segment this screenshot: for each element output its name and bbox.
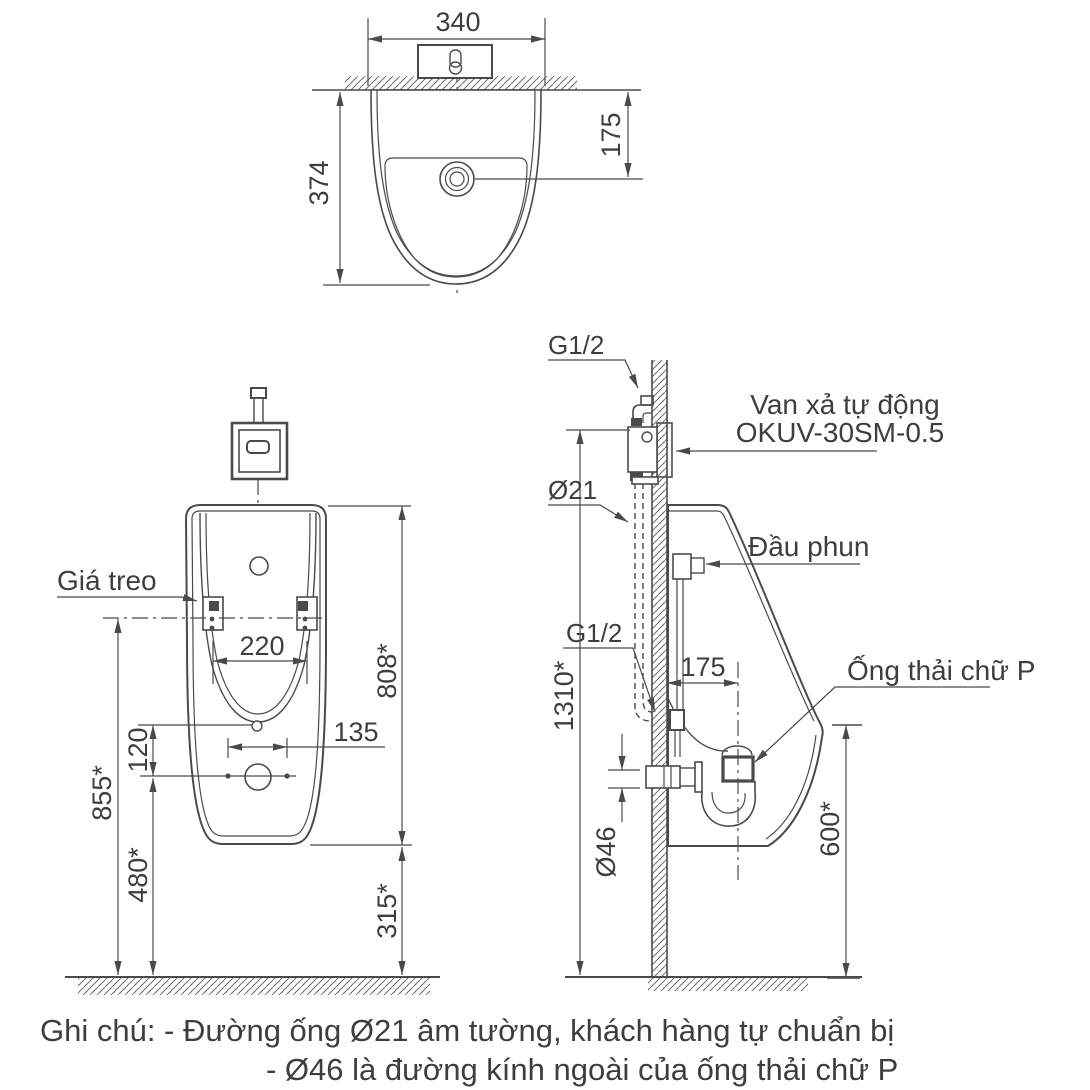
valve-outlet-flange [631,476,659,485]
drain-plan-mid [444,166,470,192]
dim-body-height: 808* [372,643,402,699]
dim-outlet-height: 600* [815,801,845,857]
concealed-pipe-left [634,483,652,722]
dim-front-drop: 120 [123,727,153,772]
inlet-elbow-outer [632,404,652,423]
dim-top-drain-offset: 175 [596,112,626,157]
valve-keyhole-slot [449,49,462,68]
inlet-thread-leader [548,359,639,389]
concealed-pipe-right [642,483,653,713]
wall-outlet-sleeve [645,765,681,789]
note-line-2: - Ø46 là đường kính ngoài của ống thải c… [266,1052,898,1087]
drain-hole [244,763,272,791]
label-hanger: Giá treo [57,565,157,596]
note-line-1: Ghi chú: - Đường ống Ø21 âm tường, khách… [40,1013,894,1048]
bracket-dot [209,616,215,622]
outlet-dome [721,745,753,756]
sensor-valve-inner [238,429,281,473]
urinal-side-inner-top [668,510,815,722]
label-p-trap: Ống thải chữ P [847,654,1035,686]
label-inlet-thread: G1/2 [548,330,604,360]
urinal-front-inner [191,510,321,837]
side-wall-hatch [652,360,667,978]
bracket-dot [209,625,215,631]
valve-keyhole-circle [448,61,463,75]
label-concealed-pipe: Ø21 [548,475,597,505]
spray-spud [669,709,685,731]
p-trap-leader [754,686,990,763]
urinal-plan-rim [384,157,528,278]
dim-bottom-height: 315* [372,883,402,939]
top-view: 340 374 175 [304,7,643,293]
dim-trap-od: Ø46 [591,826,621,877]
concealed-pipe-leader [548,504,629,523]
dim-drain-span: 135 [333,717,378,747]
bracket-mark [298,601,308,611]
urinal-side-inner-bottom [765,734,817,840]
sensor-valve-box [230,421,289,481]
inlet-elbow-inner [642,412,652,423]
hanger-leader [57,594,198,602]
sensor-window [246,440,270,454]
bracket-dot [302,625,308,631]
trap-bend-inner [711,791,746,814]
inlet-nut [631,418,642,426]
bracket-mark [209,601,219,611]
dim-drain-height: 480* [123,847,153,903]
front-view: Giá treo 220 135 120 855* 480* 808* 315* [57,387,440,995]
drain-bolt-right [284,773,290,779]
bracket-dot [302,616,308,622]
flush-thread-leader [563,647,656,713]
urinal-plan-inner [376,89,536,277]
notes-block: Ghi chú: - Đường ống Ø21 âm tường, khách… [40,1013,898,1087]
urinal-front-outline [184,504,327,845]
label-flush-thread: G1/2 [566,618,622,648]
sensor-hole [249,556,269,576]
trap-bend-outer [701,781,757,827]
label-valve-name: Van xả tự động [750,389,939,420]
dim-top-width: 340 [435,7,480,37]
trap-arm-flange [694,761,703,793]
dim-bracket-span: 220 [239,631,284,661]
valve-indicator [641,431,653,443]
side-view: G1/2 Van xả tự động OKUV-30SM-0.5 1310* … [548,330,1035,991]
spray-head-body [672,553,692,580]
urinal-side-outline [667,504,824,847]
side-floor-hatch [648,978,808,991]
dim-side-drain-offset: 175 [680,652,725,682]
drain-plan-inner [449,171,465,187]
bowl-low-point [251,720,263,732]
front-floor-hatch [78,978,430,995]
bowl-floor-curve [666,695,729,752]
top-wall-hatch [345,76,577,90]
drain-bolt-left [225,773,231,779]
label-spray-head: Đầu phun [748,531,869,562]
label-valve-model: OKUV-30SM-0.5 [736,417,945,448]
dim-bracket-height: 855* [87,765,117,821]
dim-top-depth: 374 [304,160,334,205]
dim-total-height: 1310* [549,660,579,731]
supply-stub-cap [250,387,267,399]
